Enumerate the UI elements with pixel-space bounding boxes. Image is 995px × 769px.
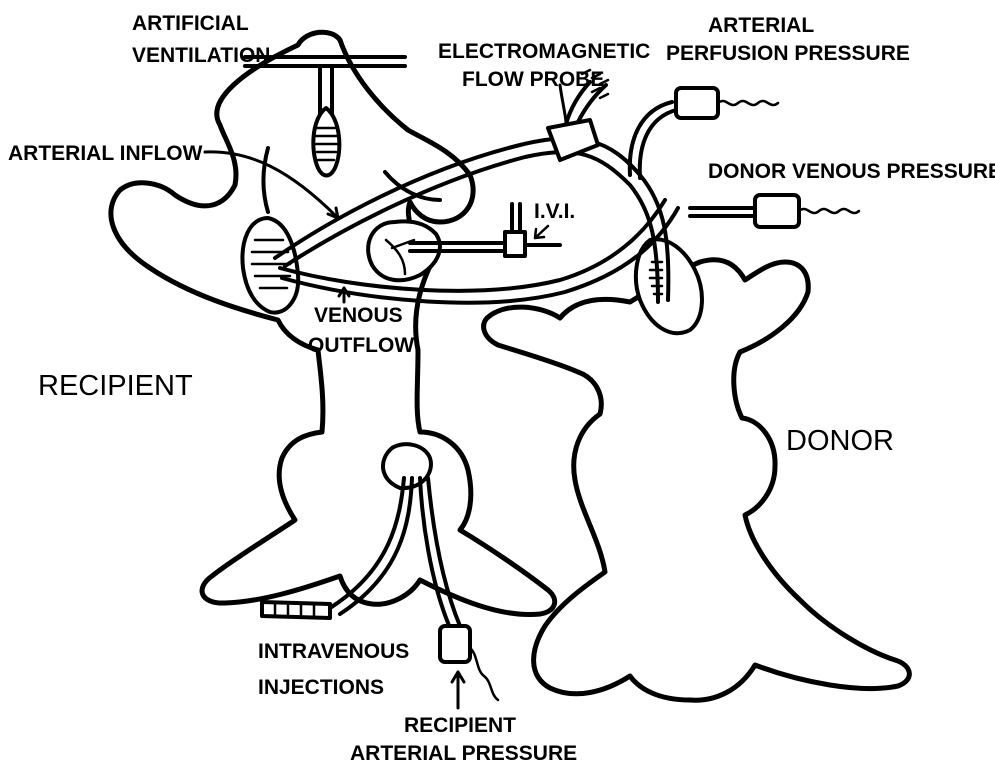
recipient-arterial-arrow: [452, 672, 464, 708]
arterial-pressure-line: [630, 102, 676, 178]
label-electromagnetic-1: ELECTROMAGNETIC: [438, 40, 650, 63]
arterial-pressure-transducer: [676, 88, 718, 118]
label-intravenous-2: INJECTIONS: [258, 676, 384, 699]
trachea-cannula: [313, 108, 339, 176]
label-arterial-inflow: ARTERIAL INFLOW: [8, 142, 203, 165]
label-venous-outflow-1: VENOUS: [314, 304, 403, 327]
label-venous-outflow-2: OUTFLOW: [308, 334, 414, 357]
recipient-arterial-coil: [470, 648, 498, 700]
donor-venous-transducer: [755, 195, 799, 227]
donor-venous-coil: [799, 209, 859, 213]
donor-venous-line: [690, 208, 755, 216]
label-ivi: I.V.I.: [534, 200, 575, 223]
label-arterial-perfusion-2: PERFUSION PRESSURE: [666, 42, 910, 65]
label-recipient-arterial-2: ARTERIAL PRESSURE: [350, 742, 577, 765]
label-arterial-perfusion-1: ARTERIAL: [708, 14, 814, 37]
arterial-pressure-coil: [718, 101, 778, 105]
recipient-arterial-transducer: [440, 626, 470, 662]
ivi-arrow: [535, 226, 548, 238]
ivi-syringe: [505, 232, 525, 256]
label-recipient-arterial-1: RECIPIENT: [404, 714, 516, 737]
label-intravenous-1: INTRAVENOUS: [258, 640, 409, 663]
label-donor: DONOR: [786, 425, 894, 457]
label-donor-venous-pressure: DONOR VENOUS PRESSURE: [708, 160, 995, 183]
label-recipient: RECIPIENT: [38, 370, 193, 402]
label-artificial-ventilation-2: VENTILATION: [132, 44, 270, 67]
label-artificial-ventilation-1: ARTIFICIAL: [132, 12, 249, 35]
iv-syringe: [262, 602, 330, 618]
recipient-femoral-site: [383, 444, 431, 488]
label-electromagnetic-2: FLOW PROBE: [462, 68, 604, 91]
